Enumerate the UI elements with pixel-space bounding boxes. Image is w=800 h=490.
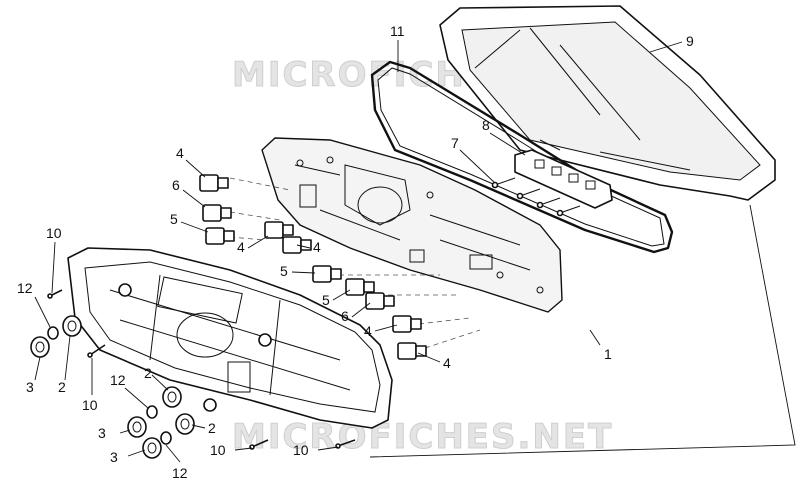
callout-5: 5 bbox=[322, 292, 330, 308]
callout-12: 12 bbox=[110, 372, 126, 388]
circuit-board-part bbox=[261, 137, 563, 313]
callout-10: 10 bbox=[46, 225, 62, 241]
callout-4: 4 bbox=[176, 145, 184, 161]
bulb-holder-b bbox=[202, 204, 232, 222]
callout-2: 2 bbox=[208, 420, 216, 436]
callout-2: 2 bbox=[144, 365, 152, 381]
bulb-holder-h bbox=[365, 292, 395, 310]
bulb-holder-f bbox=[312, 265, 342, 283]
bulb-holder-i bbox=[392, 315, 422, 333]
callouts: 11 9 8 7 4 6 5 4 4 5 5 6 4 4 10 12 3 2 1… bbox=[17, 23, 694, 481]
assembly-bracket-line bbox=[369, 204, 796, 458]
callout-6: 6 bbox=[341, 308, 349, 324]
callout-5: 5 bbox=[280, 263, 288, 279]
callout-11: 11 bbox=[390, 23, 405, 39]
bulb-holder-a bbox=[199, 174, 229, 192]
callout-4: 4 bbox=[237, 239, 245, 255]
screw-10d bbox=[335, 439, 356, 449]
callout-3: 3 bbox=[110, 449, 118, 465]
callout-2: 2 bbox=[58, 379, 66, 395]
callout-6: 6 bbox=[172, 177, 180, 193]
nut-3a bbox=[30, 336, 50, 358]
front-cover-part bbox=[439, 5, 776, 201]
leader-lines bbox=[34, 40, 683, 463]
callout-10: 10 bbox=[82, 397, 98, 413]
bulb-holder-j bbox=[397, 342, 427, 360]
bulb-holder-d bbox=[264, 221, 294, 239]
watermark-bottom: MICROFICHES.NET bbox=[232, 417, 613, 457]
screw-10c bbox=[249, 439, 269, 450]
callout-1: 1 bbox=[604, 346, 612, 362]
washer-12c bbox=[160, 431, 172, 445]
grommet-2a bbox=[62, 315, 82, 337]
callout-7: 7 bbox=[451, 135, 459, 151]
washer-12a bbox=[47, 326, 59, 340]
callout-9: 9 bbox=[686, 33, 694, 49]
screw-10b bbox=[87, 344, 106, 358]
callout-12: 12 bbox=[172, 465, 188, 481]
led-board-part bbox=[514, 149, 613, 209]
callout-5: 5 bbox=[170, 211, 178, 227]
callout-3: 3 bbox=[98, 425, 106, 441]
nut-3b bbox=[127, 416, 147, 438]
bulb-holder-e bbox=[282, 236, 312, 254]
bulb-holder-g bbox=[345, 278, 375, 296]
gasket-part bbox=[370, 60, 674, 254]
bulb-holder-c bbox=[205, 227, 235, 245]
washer-12b bbox=[146, 405, 158, 419]
callout-10: 10 bbox=[210, 442, 226, 458]
callout-12: 12 bbox=[17, 280, 33, 296]
nut-3c bbox=[142, 437, 162, 459]
callout-4: 4 bbox=[443, 355, 451, 371]
grommet-2c bbox=[175, 413, 195, 435]
screw-10a bbox=[47, 289, 63, 299]
callout-4: 4 bbox=[364, 323, 372, 339]
grommet-2b bbox=[162, 386, 182, 408]
callout-4: 4 bbox=[313, 239, 321, 255]
callout-8: 8 bbox=[482, 117, 490, 133]
rear-housing-part bbox=[67, 247, 393, 429]
callout-10: 10 bbox=[293, 442, 309, 458]
callout-3: 3 bbox=[26, 379, 34, 395]
